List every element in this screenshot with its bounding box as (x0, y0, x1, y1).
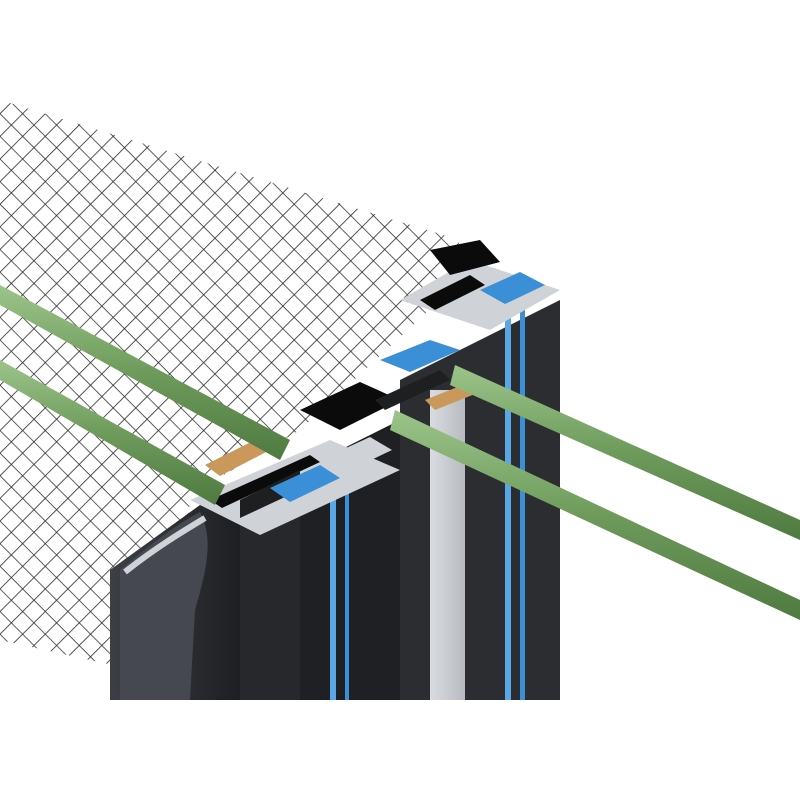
screen-mesh (0, 100, 460, 680)
glass-panel-edges (0, 285, 800, 620)
frame-section-cut (190, 382, 400, 535)
outer-frame-profile (110, 505, 255, 700)
